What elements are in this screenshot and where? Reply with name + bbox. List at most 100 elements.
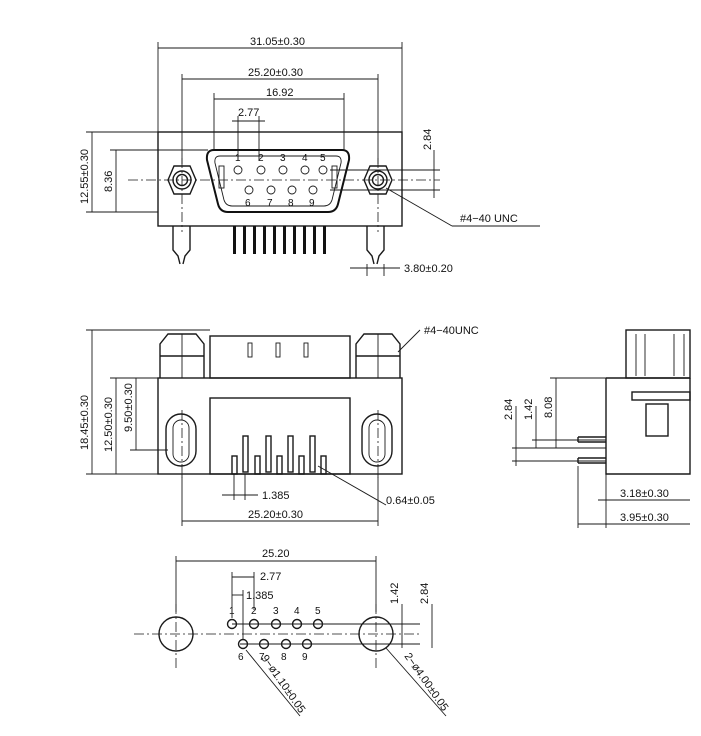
pcb-pin-number-3: 3 xyxy=(273,606,279,617)
dim-leg-offset: 3.80±0.20 xyxy=(404,263,453,275)
side-boss xyxy=(645,403,669,437)
bottom-view: 18.45±0.30 12.50±0.30 9.50±0.30 #4−40UNC… xyxy=(79,325,479,526)
side-pin-upper xyxy=(577,436,606,443)
front-contact-tail xyxy=(233,226,236,254)
front-contact-tail xyxy=(303,226,306,254)
dim-overall-height: 12.55±0.30 xyxy=(79,149,91,204)
pcb-pin-hole xyxy=(248,618,260,630)
pcb-pin-hole xyxy=(291,618,303,630)
bottom-board-lock-left xyxy=(165,413,197,467)
dim-pin-pitch: 2.77 xyxy=(238,107,259,119)
bottom-contacts xyxy=(231,435,327,475)
pin-number-7: 7 xyxy=(267,198,273,209)
side-pin-lower xyxy=(577,457,606,464)
dim-pcb-row-offset: 1.42 xyxy=(389,583,401,604)
front-pin-hole xyxy=(308,185,318,195)
side-view: 8.08 1.42 2.84 3.18±0.30 3.95±0.30 xyxy=(503,329,691,528)
bottom-slot xyxy=(303,342,309,358)
dim-body-height: 12.50±0.30 xyxy=(103,397,115,452)
dim-pcb-pin-pitch: 2.77 xyxy=(260,571,281,583)
dim-mount-hole-spacing: 25.20±0.30 xyxy=(248,67,303,79)
side-flange xyxy=(631,391,691,401)
callout-thread: #4−40 UNC xyxy=(460,213,518,225)
front-shell-slot-right xyxy=(331,165,338,189)
front-view: 1 2 3 4 5 6 7 8 9 31.05±0.30 xyxy=(79,36,540,276)
front-pin-hole xyxy=(256,165,266,175)
pin-number-9: 9 xyxy=(309,198,315,209)
pcb-pin-number-7: 7 xyxy=(259,652,265,663)
pcb-pin-hole xyxy=(280,638,292,650)
front-pin-hole xyxy=(287,185,297,195)
dim-pcb-row-spacing: 2.84 xyxy=(419,583,431,604)
front-pin-hole xyxy=(300,165,310,175)
front-contact-tail xyxy=(283,226,286,254)
front-contact-tails xyxy=(233,226,326,254)
bottom-contact xyxy=(298,455,305,475)
bottom-slot xyxy=(275,342,281,358)
bottom-board-lock-slot-right xyxy=(368,419,386,463)
front-contact-tail xyxy=(273,226,276,254)
side-body xyxy=(605,378,691,475)
bottom-contact xyxy=(242,435,249,473)
bottom-contact xyxy=(265,435,272,473)
dim-side-height: 8.08 xyxy=(543,397,555,418)
front-contact-tail xyxy=(263,226,266,254)
pcb-pin-hole xyxy=(226,618,238,630)
pcb-pin-hole xyxy=(312,618,324,630)
bottom-contact xyxy=(309,435,316,473)
front-board-lock-right xyxy=(366,226,385,265)
bottom-contact xyxy=(320,455,327,475)
dim-side-row-spacing: 2.84 xyxy=(503,399,515,420)
dim-shell-height: 8.36 xyxy=(103,171,115,192)
dim-pin-width: 0.64±0.05 xyxy=(386,495,435,507)
front-flange xyxy=(157,131,403,227)
bottom-contact xyxy=(287,435,294,473)
front-pin-hole xyxy=(233,165,243,175)
bottom-board-lock-right xyxy=(361,413,393,467)
leader-line xyxy=(385,647,447,717)
pcb-top-row-holes xyxy=(226,618,324,630)
callout-bottom-thread: #4−40UNC xyxy=(424,325,479,337)
front-pin-hole xyxy=(266,185,276,195)
front-bottom-row-pins xyxy=(244,185,318,195)
leader-line xyxy=(385,187,453,227)
pcb-pin-number-5: 5 xyxy=(315,606,321,617)
pin-number-5: 5 xyxy=(320,153,326,164)
dim-shell-width: 16.92 xyxy=(266,87,294,99)
front-d-shell-inner xyxy=(214,155,342,207)
pcb-pin-number-6: 6 xyxy=(238,652,244,663)
pcb-pin-number-4: 4 xyxy=(294,606,300,617)
bottom-contact xyxy=(231,455,238,475)
pcb-pin-number-9: 9 xyxy=(302,652,308,663)
dim-row-offset: 2.84 xyxy=(422,129,434,150)
front-contact-tail xyxy=(313,226,316,254)
bottom-board-lock-slot-left xyxy=(172,419,190,463)
dim-bottom-shell-height: 9.50±0.30 xyxy=(123,383,135,432)
pin-number-2: 2 xyxy=(258,153,264,164)
front-pin-hole xyxy=(318,165,328,175)
front-contact-tail xyxy=(243,226,246,254)
dim-pin-offset-b: 3.95±0.30 xyxy=(620,512,669,524)
side-nut-facets xyxy=(635,334,685,376)
dim-overall-width: 31.05±0.30 xyxy=(250,36,305,48)
bottom-slot xyxy=(247,342,253,358)
front-board-lock-left xyxy=(172,226,191,265)
front-contact-tail xyxy=(293,226,296,254)
dim-side-row-offset: 1.42 xyxy=(523,399,535,420)
front-contact-tail xyxy=(323,226,326,254)
pin-number-8: 8 xyxy=(288,198,294,209)
leader-line xyxy=(245,649,301,717)
front-hex-nut-right xyxy=(363,165,393,195)
pcb-pin-hole xyxy=(270,618,282,630)
bottom-d-shell-top xyxy=(209,335,351,379)
dim-bottom-pin-stagger: 1.385 xyxy=(262,490,290,502)
dim-pcb-hole-spacing: 25.20 xyxy=(262,548,290,560)
front-d-shell xyxy=(205,149,351,213)
leader-line xyxy=(397,329,421,353)
pcb-layout-view: 1 2 3 4 5 6 7 8 9 25.20 2.77 1.385 1.42 … xyxy=(134,548,450,717)
pcb-pin-hole xyxy=(258,638,270,650)
pin-number-3: 3 xyxy=(280,153,286,164)
pin-number-6: 6 xyxy=(245,198,251,209)
dim-pin-offset-a: 3.18±0.30 xyxy=(620,488,669,500)
